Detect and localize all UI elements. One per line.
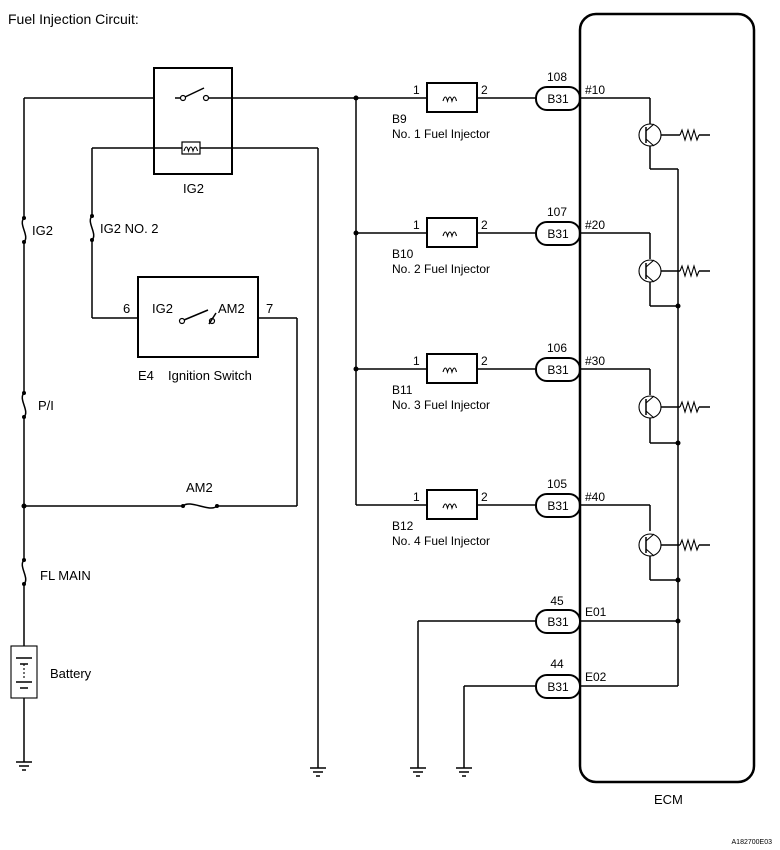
ig2-no2-fuse: IG2 NO. 2 xyxy=(89,148,159,318)
injector-2-terminal: #20 xyxy=(585,218,605,232)
am2-fuse: AM2 xyxy=(181,480,219,509)
ig2-relay: IG2 xyxy=(92,67,356,196)
injector-1-connector: B31 xyxy=(547,92,569,106)
injector-1-name: No. 1 Fuel Injector xyxy=(392,127,490,141)
ground-row-e02: B31 44 E02 xyxy=(456,621,679,777)
injector-2-pin1: 1 xyxy=(413,218,420,232)
e01-terminal: E01 xyxy=(585,605,607,619)
ignition-am2-contact: AM2 xyxy=(218,301,245,316)
injector-3-code: B11 xyxy=(392,383,413,397)
ignition-pin-6: 6 xyxy=(123,301,130,316)
injector-1-pin2: 2 xyxy=(481,83,488,97)
ig2-no2-fuse-label: IG2 NO. 2 xyxy=(100,221,159,236)
injector-2-name: No. 2 Fuel Injector xyxy=(392,262,490,276)
injector-2-ecm-pin: 107 xyxy=(547,205,567,219)
injector-3-pin1: 1 xyxy=(413,354,420,368)
injector-4-pin1: 1 xyxy=(413,490,420,504)
injector-4-code: B12 xyxy=(392,519,414,533)
injector-3-ecm-pin: 106 xyxy=(547,341,567,355)
battery-label: Battery xyxy=(50,666,92,681)
ignition-ig2-contact: IG2 xyxy=(152,301,173,316)
pi-fuse: P/I xyxy=(21,391,54,419)
injector-4-ecm-pin: 105 xyxy=(547,477,567,491)
injector-1-ecm-pin: 108 xyxy=(547,70,567,84)
injector-2-connector: B31 xyxy=(547,227,569,241)
injector-row-3: 1 2 B11 No. 3 Fuel Injector B31 106 #30 xyxy=(356,341,651,412)
ecm-box xyxy=(578,12,756,784)
main-power-rail xyxy=(21,97,297,762)
injector-3-terminal: #30 xyxy=(585,354,605,368)
diagram-title: Fuel Injection Circuit: xyxy=(8,11,139,27)
injector-1-terminal: #10 xyxy=(585,83,605,97)
injector-4-pin2: 2 xyxy=(481,490,488,504)
ig2-relay-label: IG2 xyxy=(183,181,204,196)
injector-row-1: 1 2 B9 No. 1 Fuel Injector B31 108 #10 xyxy=(356,70,651,141)
injector-row-2: 1 2 B10 No. 2 Fuel Injector B31 107 #20 xyxy=(356,205,651,276)
e02-connector: B31 xyxy=(547,680,569,694)
figure-code: A182700E03 xyxy=(732,839,773,846)
injector-3-pin2: 2 xyxy=(481,354,488,368)
ignition-switch: 6 7 IG2 AM2 E4 Ignition Switch xyxy=(92,276,298,506)
injector-4-connector: B31 xyxy=(547,499,569,513)
am2-fuse-label: AM2 xyxy=(186,480,213,495)
injector-3-connector: B31 xyxy=(547,363,569,377)
relay-ground-icon xyxy=(310,148,326,777)
ground-row-e01: B31 45 E01 xyxy=(410,594,678,777)
ig2-fuse-label: IG2 xyxy=(32,223,53,238)
ecm-internal-drivers xyxy=(638,123,710,624)
injector-1-pin1: 1 xyxy=(413,83,420,97)
fl-main-fuse: FL MAIN xyxy=(21,558,91,586)
injector-4-name: No. 4 Fuel Injector xyxy=(392,534,490,548)
ecm-label: ECM xyxy=(654,792,683,807)
e01-ecm-pin: 45 xyxy=(550,594,564,608)
battery: Battery xyxy=(10,645,92,699)
e02-ecm-pin: 44 xyxy=(550,657,564,671)
e02-terminal: E02 xyxy=(585,670,607,684)
injector-row-4: 1 2 B12 No. 4 Fuel Injector B31 105 #40 xyxy=(356,477,651,548)
injector-4-terminal: #40 xyxy=(585,490,605,504)
pi-fuse-label: P/I xyxy=(38,398,54,413)
battery-ground-icon xyxy=(16,761,32,771)
ignition-switch-name: Ignition Switch xyxy=(168,368,252,383)
injector-bus xyxy=(353,95,359,505)
injector-3-name: No. 3 Fuel Injector xyxy=(392,398,490,412)
injector-2-code: B10 xyxy=(392,247,414,261)
injector-2-pin2: 2 xyxy=(481,218,488,232)
ig2-fuse: IG2 xyxy=(21,216,53,244)
ignition-switch-code: E4 xyxy=(138,368,154,383)
injector-1-code: B9 xyxy=(392,112,407,126)
ignition-pin-7: 7 xyxy=(266,301,273,316)
e01-connector: B31 xyxy=(547,615,569,629)
fl-main-fuse-label: FL MAIN xyxy=(40,568,91,583)
